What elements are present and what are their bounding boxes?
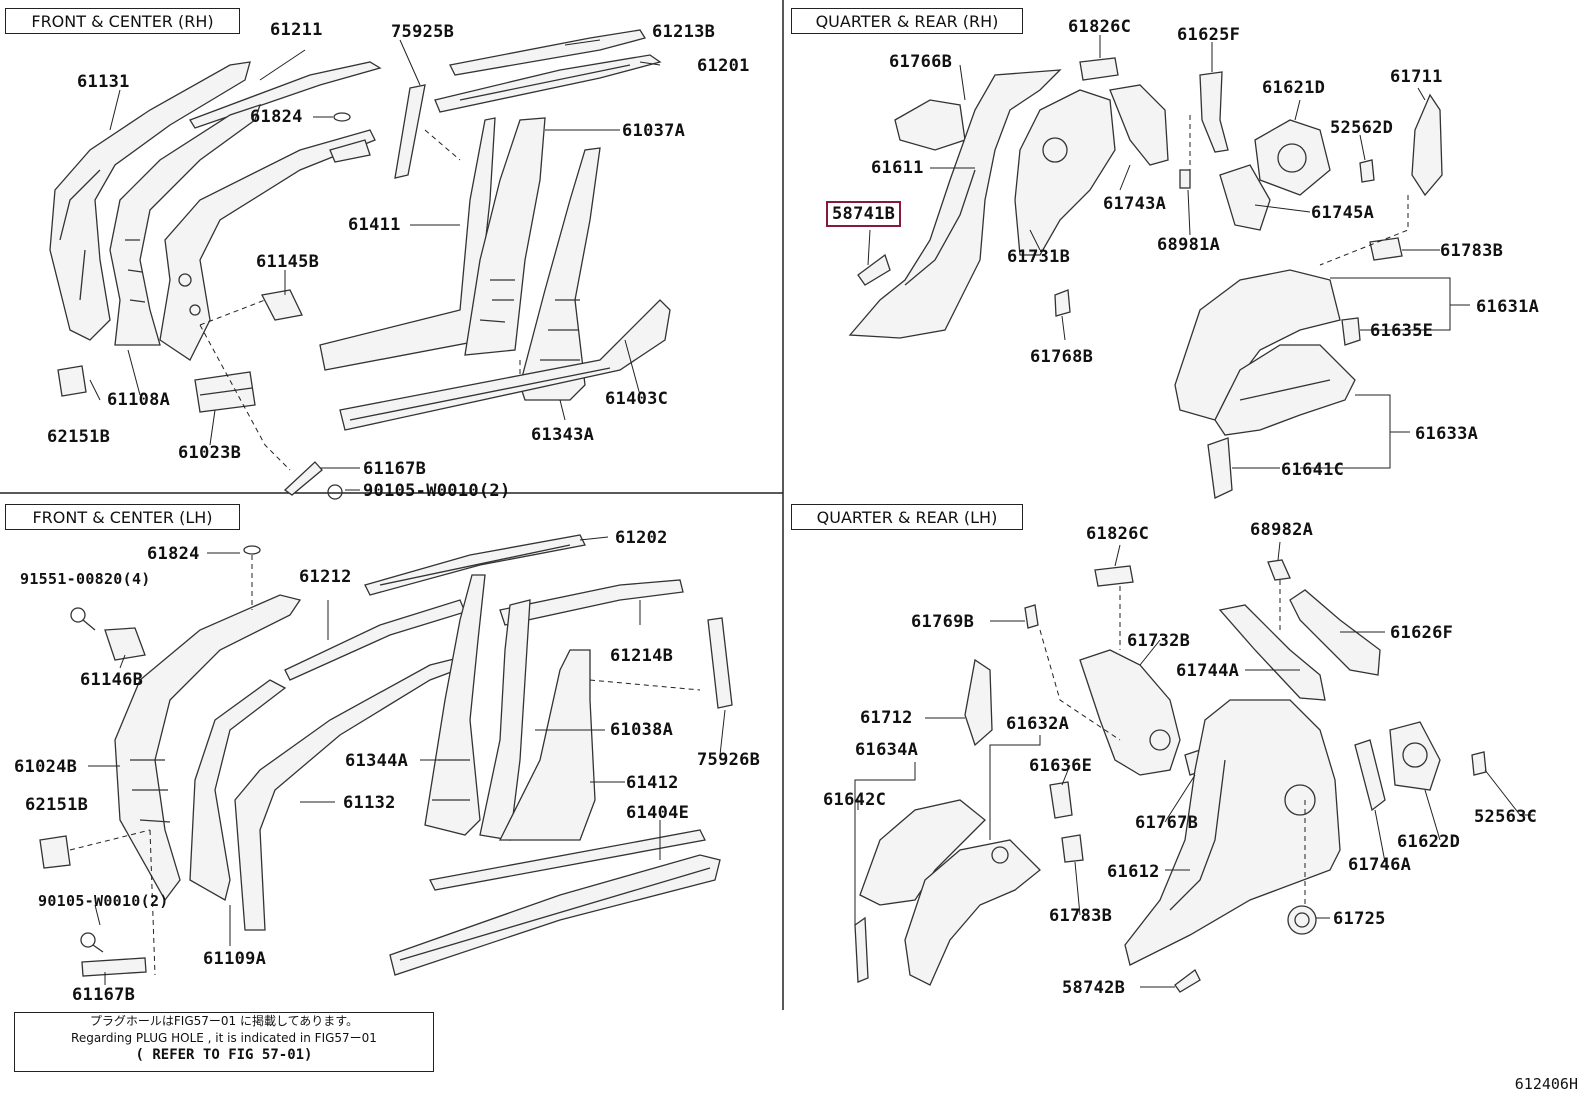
part-callout-58742B[interactable]: 58742B [1062, 978, 1126, 998]
part-callout-58741B-highlighted[interactable]: 58741B [826, 201, 902, 227]
part-callout-61783B-rh[interactable]: 61783B [1440, 241, 1504, 261]
part-callout-52563C[interactable]: 52563C [1474, 807, 1538, 827]
part-callout-61411[interactable]: 61411 [348, 215, 401, 235]
quarter-rear-lh-parts [854, 541, 1535, 993]
section-label-front-center-lh: FRONT & CENTER (LH) [5, 504, 240, 530]
part-callout-61633A[interactable]: 61633A [1415, 424, 1479, 444]
section-label-quarter-rear-rh: QUARTER & REAR (RH) [791, 8, 1023, 34]
note-line-english: Regarding PLUG HOLE , it is indicated in… [71, 1031, 377, 1045]
part-callout-61214B[interactable]: 61214B [610, 646, 674, 666]
part-callout-61611[interactable]: 61611 [871, 158, 924, 178]
front-center-rh-parts [49, 29, 671, 500]
part-callout-61826C-lh[interactable]: 61826C [1086, 524, 1150, 544]
part-callout-61743A[interactable]: 61743A [1103, 194, 1167, 214]
note-reference-link[interactable]: ( REFER TO FIG 57-01) [135, 1047, 313, 1063]
part-callout-61038A[interactable]: 61038A [610, 720, 674, 740]
part-callout-61167B-lh[interactable]: 61167B [72, 985, 136, 1005]
plug-hole-note: プラグホールはFIG57ー01 に掲載してあります。 Regarding PLU… [14, 1012, 434, 1072]
part-callout-61634A[interactable]: 61634A [855, 740, 919, 760]
part-callout-61132[interactable]: 61132 [343, 793, 396, 813]
front-center-lh-parts [39, 534, 733, 985]
part-callout-61732B[interactable]: 61732B [1127, 631, 1191, 651]
part-callout-61641C[interactable]: 61641C [1281, 460, 1345, 480]
part-callout-68982A[interactable]: 68982A [1250, 520, 1314, 540]
quarter-rear-rh-parts [848, 35, 1470, 499]
part-callout-61344A[interactable]: 61344A [345, 751, 409, 771]
part-callout-68981A[interactable]: 68981A [1157, 235, 1221, 255]
part-callout-75926B[interactable]: 75926B [697, 750, 761, 770]
part-callout-61745A[interactable]: 61745A [1311, 203, 1375, 223]
part-callout-52562D[interactable]: 52562D [1330, 118, 1394, 138]
part-callout-61767B[interactable]: 61767B [1135, 813, 1199, 833]
note-line-japanese: プラグホールはFIG57ー01 に掲載してあります。 [89, 1014, 359, 1028]
part-callout-61621D[interactable]: 61621D [1262, 78, 1326, 98]
part-callout-61769B[interactable]: 61769B [911, 612, 975, 632]
part-callout-61109A[interactable]: 61109A [203, 949, 267, 969]
part-callout-61711[interactable]: 61711 [1390, 67, 1443, 87]
part-callout-61343A[interactable]: 61343A [531, 425, 595, 445]
part-callout-61824-lh[interactable]: 61824 [147, 544, 200, 564]
part-callout-61412[interactable]: 61412 [626, 773, 679, 793]
part-callout-61024B[interactable]: 61024B [14, 757, 78, 777]
part-callout-61731B[interactable]: 61731B [1007, 247, 1071, 267]
part-callout-61826C-rh[interactable]: 61826C [1068, 17, 1132, 37]
section-label-quarter-rear-lh: QUARTER & REAR (LH) [791, 504, 1023, 530]
part-callout-91551-00820[interactable]: 91551-00820(4) [20, 570, 151, 588]
part-callout-61146B[interactable]: 61146B [80, 670, 144, 690]
part-callout-61037A[interactable]: 61037A [622, 121, 686, 141]
part-callout-61167B-rh[interactable]: 61167B [363, 459, 427, 479]
part-callout-61631A[interactable]: 61631A [1476, 297, 1540, 317]
part-callout-61213B[interactable]: 61213B [652, 22, 716, 42]
part-callout-61023B[interactable]: 61023B [178, 443, 242, 463]
part-callout-61211[interactable]: 61211 [270, 20, 323, 40]
part-callout-61404E[interactable]: 61404E [626, 803, 690, 823]
part-callout-61201[interactable]: 61201 [697, 56, 750, 76]
part-callout-61625F[interactable]: 61625F [1177, 25, 1241, 45]
part-callout-61635E[interactable]: 61635E [1370, 321, 1434, 341]
part-callout-90105-W0010-lh[interactable]: 90105-W0010(2) [38, 892, 169, 910]
part-callout-61783B-lh[interactable]: 61783B [1049, 906, 1113, 926]
part-callout-61632A[interactable]: 61632A [1006, 714, 1070, 734]
part-callout-61766B[interactable]: 61766B [889, 52, 953, 72]
part-callout-62151B-rh[interactable]: 62151B [47, 427, 111, 447]
part-callout-61626F[interactable]: 61626F [1390, 623, 1454, 643]
part-callout-61108A[interactable]: 61108A [107, 390, 171, 410]
part-callout-61744A[interactable]: 61744A [1176, 661, 1240, 681]
part-callout-61145B[interactable]: 61145B [256, 252, 320, 272]
part-callout-61622D[interactable]: 61622D [1397, 832, 1461, 852]
part-callout-61725[interactable]: 61725 [1333, 909, 1386, 929]
part-callout-61612[interactable]: 61612 [1107, 862, 1160, 882]
part-callout-61212[interactable]: 61212 [299, 567, 352, 587]
figure-code: 612406H [1514, 1075, 1578, 1093]
part-callout-61131[interactable]: 61131 [77, 72, 130, 92]
part-callout-61712[interactable]: 61712 [860, 708, 913, 728]
section-label-front-center-rh: FRONT & CENTER (RH) [5, 8, 240, 34]
part-callout-61768B[interactable]: 61768B [1030, 347, 1094, 367]
part-callout-61636E[interactable]: 61636E [1029, 756, 1093, 776]
part-callout-61403C[interactable]: 61403C [605, 389, 669, 409]
part-callout-90105-W0010-rh[interactable]: 90105-W0010(2) [363, 481, 511, 501]
part-callout-62151B-lh[interactable]: 62151B [25, 795, 89, 815]
part-callout-61642C[interactable]: 61642C [823, 790, 887, 810]
part-callout-61824-rh[interactable]: 61824 [250, 107, 303, 127]
part-callout-75925B[interactable]: 75925B [391, 22, 455, 42]
part-callout-61746A[interactable]: 61746A [1348, 855, 1412, 875]
part-callout-61202[interactable]: 61202 [615, 528, 668, 548]
